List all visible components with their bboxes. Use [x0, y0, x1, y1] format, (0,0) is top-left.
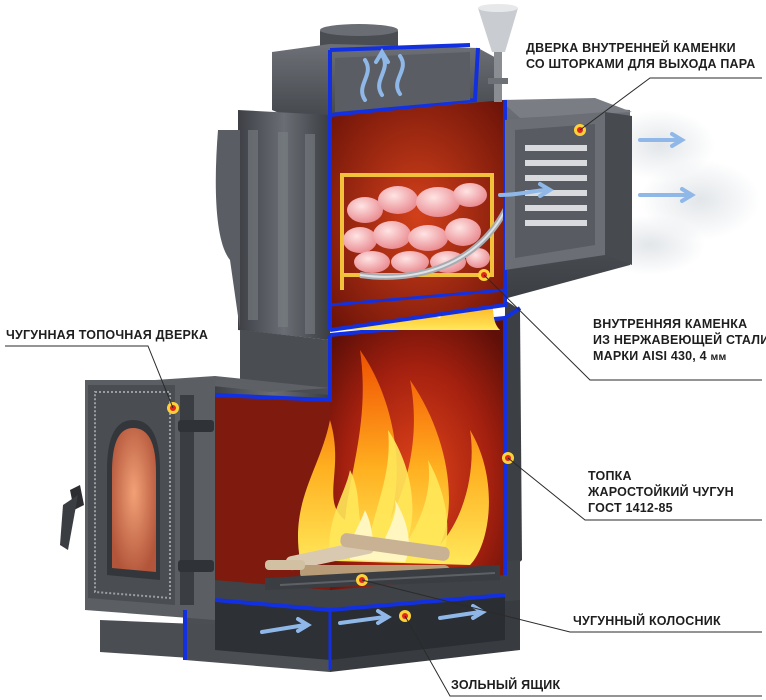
label-inner-stone-box-line3: МАРКИ AISI 430, 4 мм	[593, 349, 727, 363]
label-ash-box-line1: ЗОЛЬНЫЙ ЯЩИК	[451, 678, 561, 692]
label-inner-door-line1: ДВЕРКА ВНУТРЕННЕЙ КАМЕНКИ	[526, 41, 736, 55]
label-inner-stone-box-line2: ИЗ НЕРЖАВЕЮЩЕЙ СТАЛИ	[593, 333, 766, 347]
leader-lines	[5, 77, 762, 697]
label-inner-door: ДВЕРКА ВНУТРЕННЕЙ КАМЕНКИ СО ШТОРКАМИ ДЛ…	[526, 40, 755, 72]
label-firebox-line1: ТОПКА	[588, 469, 632, 483]
label-grate: ЧУГУННЫЙ КОЛОСНИК	[573, 613, 721, 629]
label-firebox: ТОПКА ЖАРОСТОЙКИЙ ЧУГУН ГОСТ 1412-85	[588, 468, 734, 516]
firebox-door	[60, 380, 220, 660]
label-firebox-door: ЧУГУННАЯ ТОПОЧНАЯ ДВЕРКА	[6, 327, 208, 343]
door-louvers	[525, 145, 587, 226]
label-firebox-line3: ГОСТ 1412-85	[588, 501, 673, 515]
inner-stone-door	[505, 112, 632, 270]
label-firebox-door-line1: ЧУГУННАЯ ТОПОЧНАЯ ДВЕРКА	[6, 328, 209, 342]
label-inner-door-line2: СО ШТОРКАМИ ДЛЯ ВЫХОДА ПАРА	[526, 57, 756, 71]
grate	[265, 565, 500, 590]
airflow-arrows	[260, 48, 696, 634]
label-grate-line1: ЧУГУННЫЙ КОЛОСНИК	[573, 614, 721, 628]
label-inner-stone-box: ВНУТРЕННЯЯ КАМЕНКА ИЗ НЕРЖАВЕЮЩЕЙ СТАЛИ …	[593, 316, 766, 365]
label-inner-stone-box-line1: ВНУТРЕННЯЯ КАМЕНКА	[593, 317, 748, 331]
label-ash-box: ЗОЛЬНЫЙ ЯЩИК	[451, 677, 560, 693]
label-firebox-line2: ЖАРОСТОЙКИЙ ЧУГУН	[588, 485, 734, 499]
steam-valve	[478, 4, 518, 102]
